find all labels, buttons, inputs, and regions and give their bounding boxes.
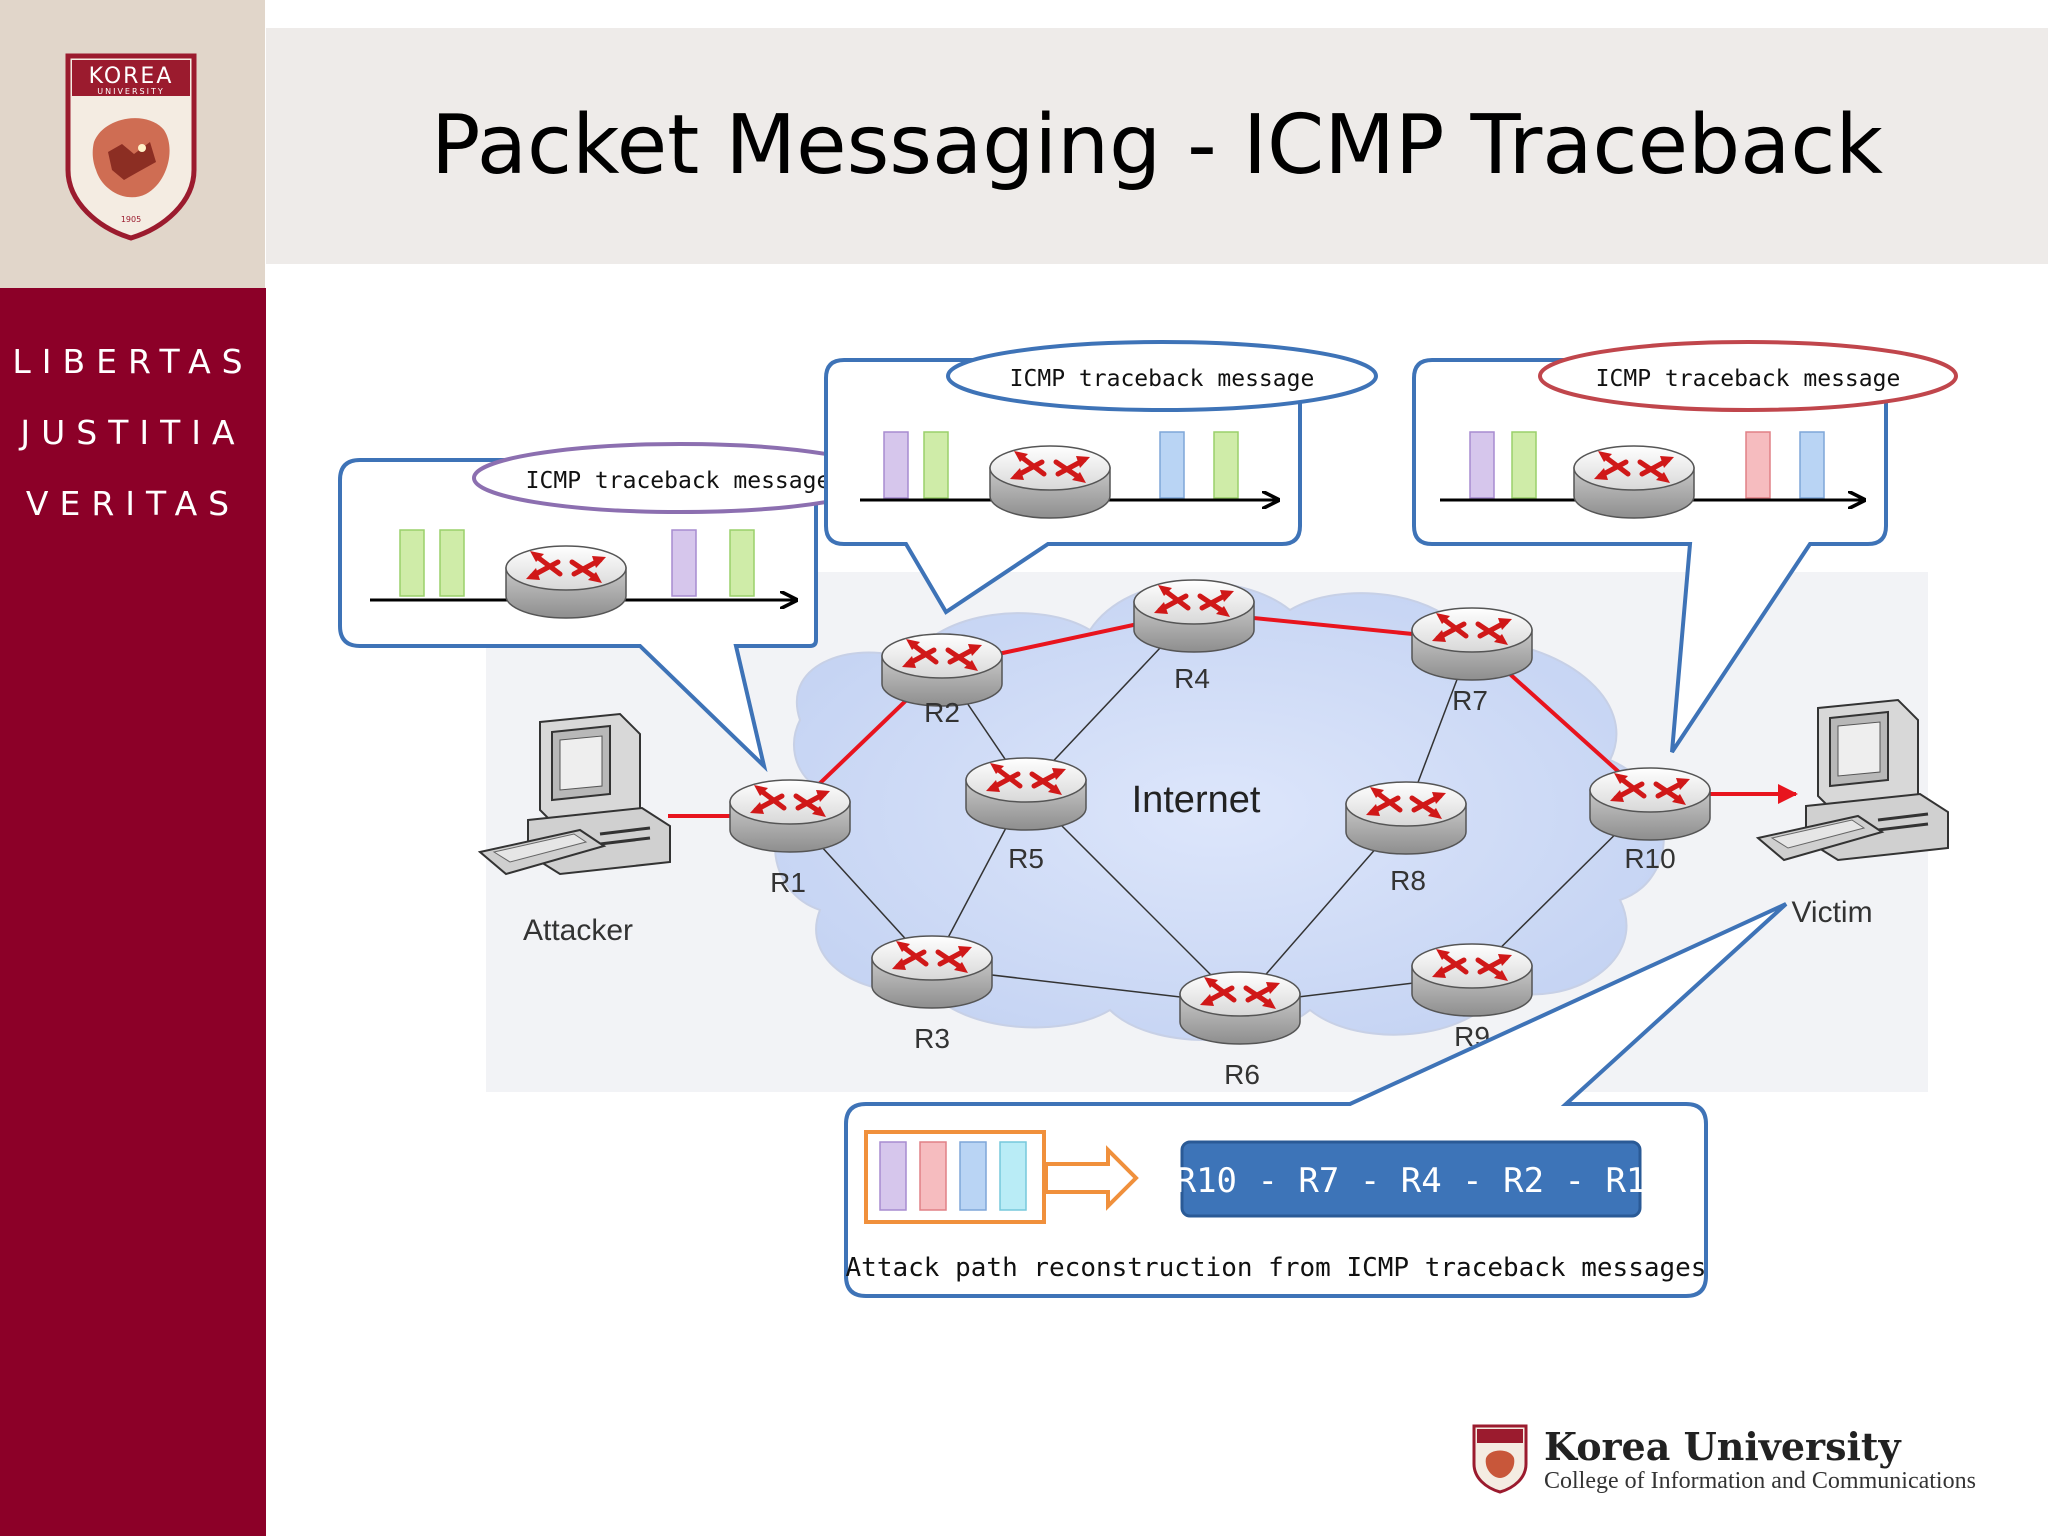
router-r1-icon — [730, 780, 850, 852]
footer-crest-logo — [1472, 1424, 1528, 1494]
motto-veritas: VERITAS — [25, 484, 241, 523]
packet-green — [729, 529, 755, 597]
packet-blue — [1159, 431, 1185, 499]
packet-purple — [1469, 431, 1495, 499]
motto-justitia: JUSTITIA — [20, 413, 246, 452]
callout-r1-router-icon — [506, 546, 626, 618]
router-r2-icon — [882, 634, 1002, 706]
callout-r2-router-icon — [990, 446, 1110, 518]
crest-year: 1905 — [121, 215, 141, 224]
packet-green — [1511, 431, 1537, 499]
packet-pink — [919, 1141, 947, 1211]
packet-purple — [879, 1141, 907, 1211]
router-r10-icon — [1590, 768, 1710, 840]
router-r7-icon — [1412, 608, 1532, 680]
router-label-r10: R10 — [1624, 843, 1675, 874]
reconstructed-path-text: R10 - R7 - R4 - R2 - R1 — [1176, 1161, 1647, 1201]
internet-label: Internet — [1132, 779, 1261, 821]
footer-university-name: Korea University — [1544, 1424, 1901, 1469]
packet-green — [1213, 431, 1239, 499]
callout-r2-message: ICMP traceback message — [1010, 366, 1315, 392]
router-label-r4: R4 — [1174, 663, 1210, 694]
title-band — [266, 28, 2048, 264]
packet-blue — [959, 1141, 987, 1211]
packet-blue — [1799, 431, 1825, 499]
university-crest-logo: KOREA UNIVERSITY 1905 — [65, 53, 197, 241]
router-label-r1: R1 — [770, 867, 806, 898]
router-r5-icon — [966, 758, 1086, 830]
reconstruction-callout: R10 - R7 - R4 - R2 - R1 Attack path reco… — [844, 902, 1788, 1298]
victim-label: Victim — [1791, 896, 1872, 929]
crest-top-text: KOREA — [89, 64, 174, 89]
router-label-r6: R6 — [1224, 1059, 1260, 1090]
callout-r10: ICMP traceback message — [1412, 340, 1958, 754]
callout-r2: ICMP traceback message — [824, 340, 1378, 615]
reconstructed-path-box — [1180, 1140, 1642, 1218]
sidebar-motto: LIBERTAS JUSTITIA VERITAS — [0, 326, 266, 539]
router-r6-icon — [1180, 972, 1300, 1044]
packet-pink — [1745, 431, 1771, 499]
router-r3-icon — [872, 936, 992, 1008]
motto-libertas: LIBERTAS — [12, 342, 254, 381]
crest-sub-text: UNIVERSITY — [97, 87, 165, 96]
packet-purple — [883, 431, 909, 499]
footer-college-name: College of Information and Communication… — [1544, 1468, 1976, 1494]
reconstruction-caption: Attack path reconstruction from ICMP tra… — [846, 1253, 1707, 1283]
router-label-r5: R5 — [1008, 843, 1044, 874]
router-r8-icon — [1346, 782, 1466, 854]
router-label-r2: R2 — [924, 697, 960, 728]
router-r4-icon — [1134, 580, 1254, 652]
packet-purple — [671, 529, 697, 597]
callout-r1: ICMP traceback message — [338, 442, 888, 773]
callout-r10-message: ICMP traceback message — [1596, 366, 1901, 392]
router-label-r3: R3 — [914, 1023, 950, 1054]
router-r9-icon — [1412, 944, 1532, 1016]
reconstruct-arrow-icon — [1044, 1145, 1139, 1211]
internet-cloud — [774, 581, 1665, 1041]
router-label-r7: R7 — [1452, 685, 1488, 716]
attacker-label: Attacker — [523, 914, 633, 947]
router-label-r8: R8 — [1390, 865, 1426, 896]
callout-r10-router-icon — [1574, 446, 1694, 518]
slide-title: Packet Messaging - ICMP Traceback — [431, 98, 1883, 193]
packet-green — [923, 431, 949, 499]
packet-cyan — [999, 1141, 1027, 1211]
sidebar-panel — [0, 288, 266, 1536]
packet-green — [439, 529, 465, 597]
packet-green — [399, 529, 425, 597]
callout-r1-message: ICMP traceback message — [526, 468, 831, 494]
